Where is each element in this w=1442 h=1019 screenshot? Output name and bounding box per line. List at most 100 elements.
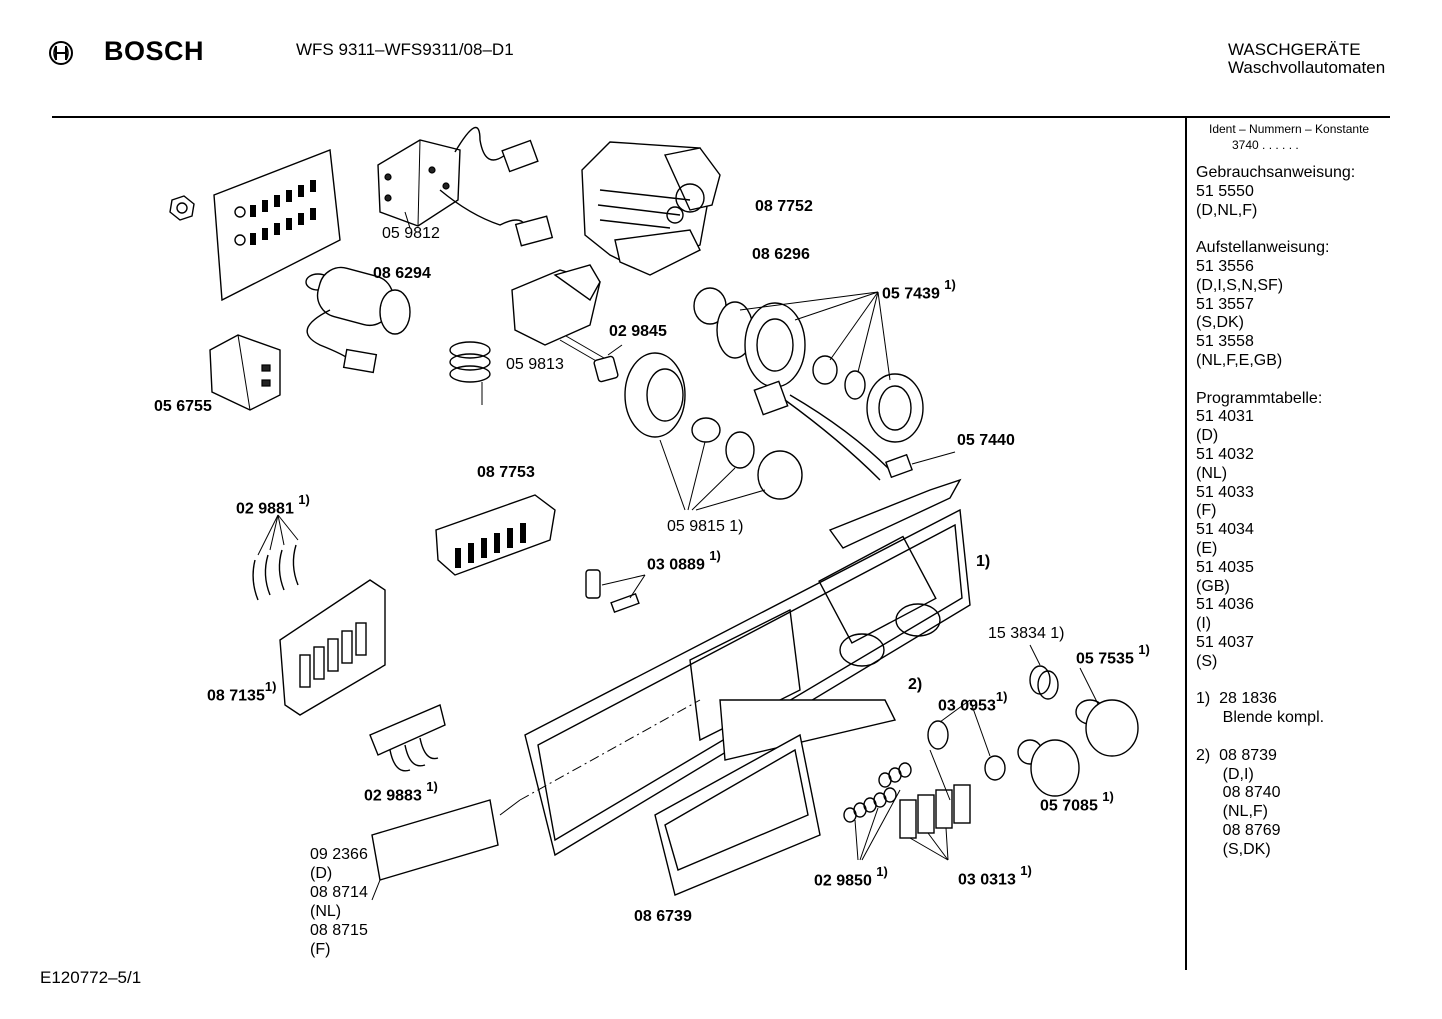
bosch-logo-icon	[48, 40, 74, 71]
sidebar-line	[1196, 728, 1355, 747]
sidebar-line: 51 5550	[1196, 182, 1254, 200]
label-02-9850: 02 9850 1)	[814, 864, 888, 890]
programme-switch	[449, 264, 605, 405]
label-03-0889: 03 0889 1)	[647, 548, 721, 574]
sidebar-line	[1196, 672, 1355, 691]
category-subtitle: Waschvollautomaten	[1228, 58, 1386, 77]
sidebar-line: (S,DK)	[1196, 840, 1271, 858]
sidebar-line: (E)	[1196, 539, 1218, 557]
sidebar-line: (NL,F)	[1196, 803, 1268, 821]
label-05-9815: 05 9815 1)	[667, 518, 744, 535]
sidebar-line: (S)	[1196, 652, 1218, 670]
fascia-strip	[828, 478, 962, 549]
label-05-7440: 05 7440	[957, 432, 1015, 449]
contact-springs	[369, 704, 446, 772]
sidebar-line: (I)	[1196, 615, 1212, 633]
sidebar-line: (S,DK)	[1196, 314, 1244, 332]
programme-knob	[624, 352, 803, 511]
label-08-7752: 08 7752	[755, 198, 813, 215]
window-panel-variant: (NL)	[310, 903, 342, 920]
shaft-coupling	[593, 344, 623, 383]
sidebar-line: (D,NL,F)	[1196, 201, 1258, 219]
label-05-6755: 05 6755	[154, 398, 212, 415]
lamp-holder	[927, 699, 1006, 801]
sidebar-line: 08 8769	[1196, 821, 1281, 839]
capacitor	[305, 266, 411, 374]
label-03-0313: 03 0313 1)	[958, 863, 1032, 889]
sidebar-line	[1196, 220, 1355, 239]
label-08-6296: 08 6296	[752, 246, 810, 263]
sidebar-line: Programmtabelle:	[1196, 389, 1323, 407]
transformer	[209, 334, 281, 411]
hex-nut	[169, 195, 195, 221]
label-05-7535: 05 7535 1)	[1076, 642, 1150, 668]
sidebar-line: 51 4034	[1196, 521, 1254, 539]
sidebar-line: (NL,F,E,GB)	[1196, 351, 1283, 369]
label-08-7135: 08 71351)	[207, 679, 277, 705]
mounting-bracket	[213, 149, 341, 302]
brand-name: BOSCH	[104, 36, 205, 66]
button-caps	[899, 784, 971, 861]
spin-speed-knob	[1017, 739, 1080, 797]
label-02-9881: 02 9881 1)	[236, 492, 310, 518]
switch-block	[435, 494, 556, 576]
display-window	[719, 699, 897, 761]
window-panel-variant: 09 2366	[310, 846, 368, 863]
sidebar-line: 51 4035	[1196, 558, 1254, 576]
label-display-note: 2)	[908, 676, 923, 693]
sidebar-line: 51 3557	[1196, 295, 1254, 313]
sidebar-line: 2) 08 8739	[1196, 746, 1277, 764]
porthole-trim	[654, 733, 821, 896]
compression-springs	[843, 762, 912, 861]
sidebar-line: 51 4032	[1196, 445, 1254, 463]
category-title: WASCHGERÄTE	[1228, 40, 1361, 59]
label-08-6294: 08 6294	[373, 265, 431, 282]
window-panel-variants: 09 2366 (D) 08 8714 (NL) 08 8715 (F)	[310, 845, 368, 959]
label-05-7439: 05 7439 1)	[882, 277, 956, 303]
sidebar-line: (F)	[1196, 502, 1217, 520]
timer-motor	[581, 141, 721, 276]
control-fascia	[499, 508, 971, 857]
sidebar-line: 51 4037	[1196, 633, 1254, 651]
label-15-3834: 15 3834 1)	[988, 625, 1065, 642]
sidebar-line: (GB)	[1196, 577, 1230, 595]
exploded-parts-diagram	[169, 126, 1139, 901]
knob-rings	[693, 287, 924, 443]
label-08-6739: 08 6739	[634, 908, 692, 925]
sidebar-divider	[1185, 118, 1187, 970]
sidebar-line: (D,I,S,N,SF)	[1196, 276, 1284, 294]
window-panel-variant: 08 8715	[310, 922, 368, 939]
sidebar-line: 1) 28 1836	[1196, 690, 1277, 708]
sidebar-line: 51 3558	[1196, 333, 1254, 351]
sidebar-line: 51 4031	[1196, 408, 1254, 426]
label-05-9812: 05 9812	[382, 225, 440, 242]
sidebar-line: Aufstellanweisung:	[1196, 239, 1330, 257]
ident-title: Ident – Nummern – Konstante	[1209, 122, 1370, 136]
sidebar-documents: Gebrauchsanweisung:51 5550(D,NL,F)Aufste…	[1196, 164, 1355, 859]
drawing-code: E120772–5/1	[40, 968, 142, 987]
label-08-7753: 08 7753	[477, 464, 535, 481]
label-05-9813: 05 9813	[506, 356, 564, 373]
sidebar-line: 51 4036	[1196, 596, 1254, 614]
sidebar-line: (D,I)	[1196, 765, 1254, 783]
sidebar-line: 51 3556	[1196, 257, 1254, 275]
model-number: WFS 9311–WFS9311/08–D1	[296, 40, 514, 59]
holding-clip	[585, 569, 646, 614]
sidebar-line: (NL)	[1196, 464, 1228, 482]
window-panel-variant: (F)	[310, 941, 331, 958]
label-03-0953: 03 09531)	[938, 689, 1008, 715]
sidebar-line: 08 8740	[1196, 784, 1281, 802]
indicator-lamp-harness	[753, 380, 956, 481]
header-rule	[52, 116, 1390, 118]
sidebar-line	[1196, 371, 1355, 390]
knob-spring	[1029, 644, 1059, 700]
label-05-7085: 05 7085 1)	[1040, 789, 1114, 815]
window-panel-variant: 08 8714	[310, 884, 368, 901]
window-panel-variant: (D)	[310, 865, 333, 882]
temperature-knob	[1075, 667, 1139, 757]
label-fascia-note: 1)	[976, 553, 991, 570]
push-button-unit	[279, 579, 386, 716]
label-02-9883: 02 9883 1)	[364, 779, 438, 805]
ident-value: 3740 . . . . . .	[1232, 138, 1299, 152]
sidebar-line: (D)	[1196, 427, 1219, 445]
